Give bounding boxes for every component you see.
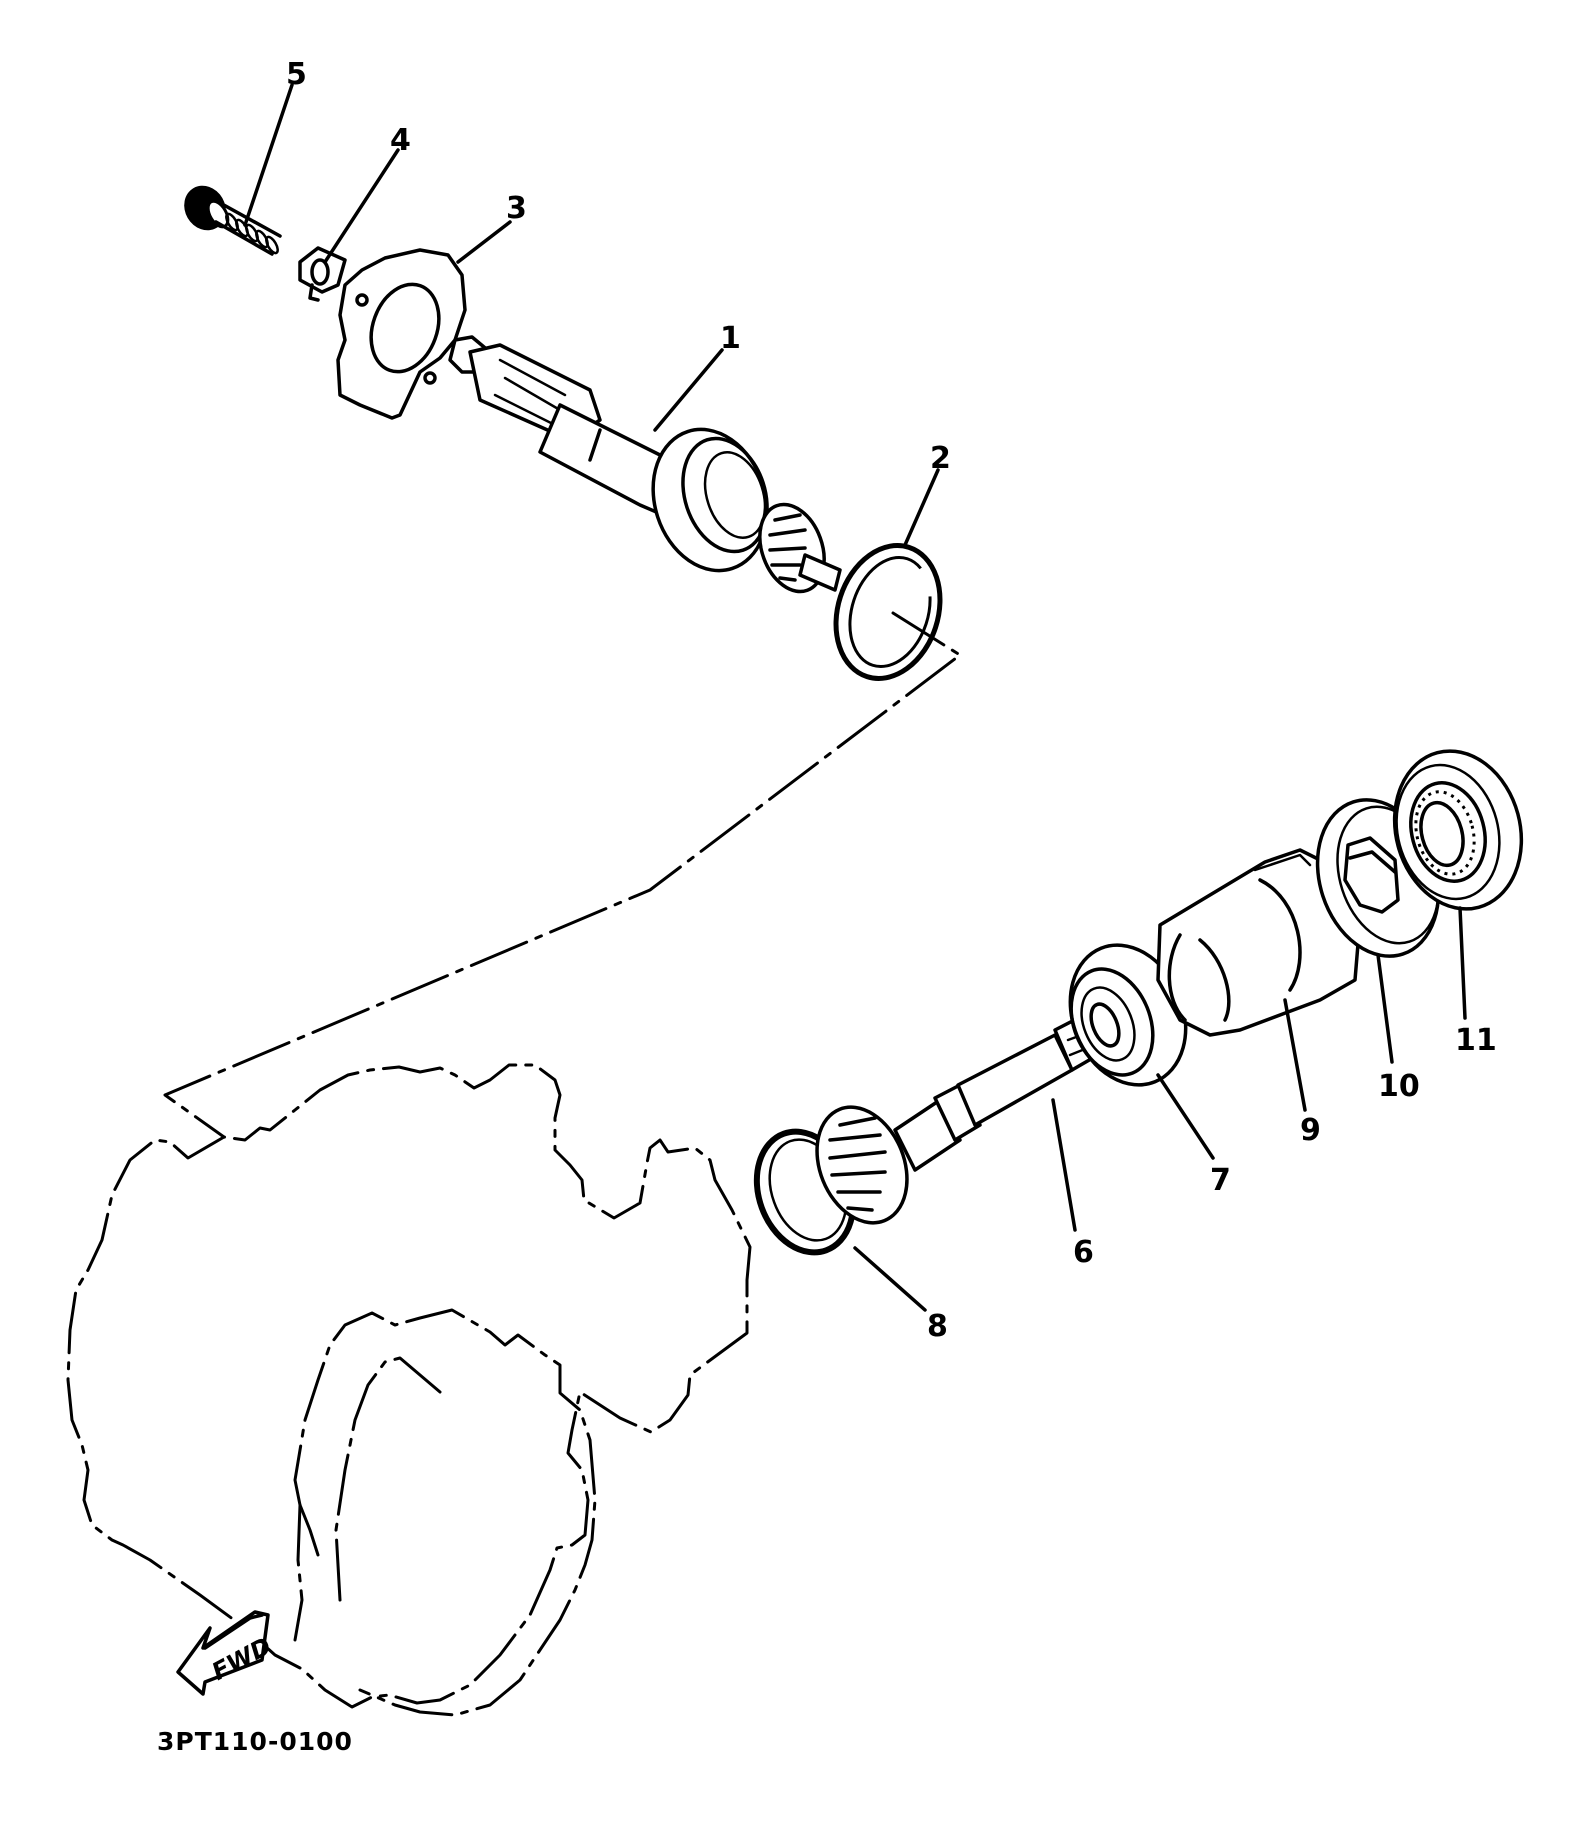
callout-8: 8	[927, 1309, 948, 1344]
part-code-label: 3PT110-0100	[157, 1727, 353, 1756]
callout-6: 6	[1073, 1235, 1094, 1270]
part-1-shaft-assembly	[448, 335, 842, 594]
callout-1: 1	[720, 321, 741, 356]
part-9-sleeve	[1156, 848, 1362, 1037]
part-11-bearing-housing	[1392, 749, 1524, 911]
callout-2: 2	[930, 441, 951, 476]
callout-5: 5	[286, 57, 307, 92]
callout-9: 9	[1300, 1113, 1321, 1148]
callout-10: 10	[1378, 1069, 1420, 1104]
part-3-retainer-plate	[336, 248, 467, 420]
part-4-lock-tab	[298, 246, 347, 302]
callout-labels: 1 2 3 4 5 6 7 8 9 10 11	[286, 57, 1497, 1344]
callout-4: 4	[390, 123, 411, 158]
callout-7: 7	[1210, 1163, 1231, 1198]
part-6-gear-shaft	[815, 1010, 1112, 1225]
callout-11: 11	[1455, 1023, 1497, 1058]
part-5-bolt	[184, 185, 282, 256]
part-2-circlip	[833, 543, 943, 681]
leader-lines	[243, 83, 1467, 1312]
assembly-reference-line	[163, 611, 962, 1139]
engine-case-outline	[66, 1063, 752, 1717]
forward-direction-arrow-icon: FWD	[176, 1610, 276, 1696]
callout-3: 3	[506, 191, 527, 226]
